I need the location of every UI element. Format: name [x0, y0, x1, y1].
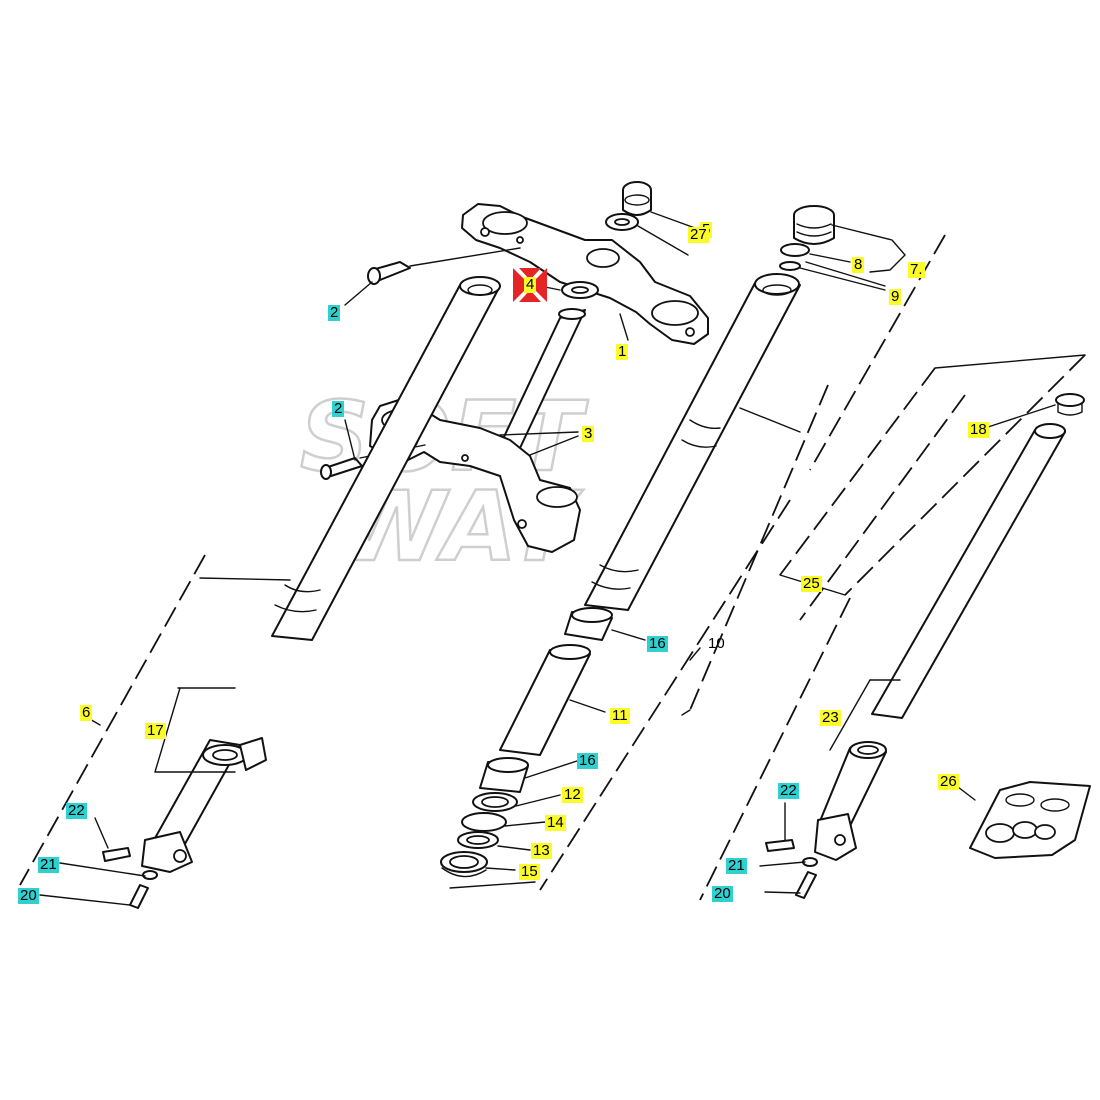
left-washer: [142, 870, 158, 880]
callout-c10: 10: [708, 635, 725, 652]
callout-c1: 1: [616, 343, 629, 360]
callout-c6: 6: [80, 704, 93, 721]
spring-collar: [1055, 393, 1085, 416]
seal-kit-bag: [969, 781, 1091, 859]
callout-c11: 11: [610, 707, 630, 724]
steering-stem: [494, 308, 586, 457]
callout-c8: 8: [852, 256, 865, 273]
callout-c18: 18: [968, 421, 989, 438]
center-washer: [605, 213, 639, 231]
callout-c13: 13: [531, 842, 552, 859]
right-spring: [871, 423, 1066, 719]
oil-seal: [440, 851, 488, 878]
callout-c20a: 20: [18, 887, 39, 904]
callout-c12: 12: [562, 786, 583, 803]
callout-c3: 3: [582, 425, 595, 442]
slide-bushing-lower: [479, 757, 529, 793]
left-axle-bolt: [102, 847, 131, 862]
callout-c21a: 21: [38, 856, 59, 873]
callout-c23: 23: [820, 709, 841, 726]
washer-13: [457, 831, 499, 849]
callout-c2b: 2: [332, 400, 345, 417]
callout-c22b: 22: [778, 782, 799, 799]
fork-cap-clip: [779, 261, 801, 271]
fork-cap-bolt: [793, 205, 835, 245]
washer-12: [472, 792, 518, 812]
right-fork-inner-tube: [584, 273, 801, 611]
callout-c7: 7.: [908, 261, 925, 278]
callout-c15: 15: [519, 863, 540, 880]
callout-c4: 4: [524, 276, 537, 293]
damper-rod: [499, 644, 591, 756]
callout-c17: 17: [145, 722, 166, 739]
slide-bushing-upper: [564, 607, 613, 641]
callout-c26: 26: [938, 773, 959, 790]
right-axle-bolt: [765, 839, 795, 852]
left-drain-bolt: [129, 884, 149, 909]
callout-c16b: 16: [577, 752, 598, 769]
clip-14: [461, 812, 507, 832]
callout-c16a: 16: [647, 635, 668, 652]
right-drain-bolt: [795, 871, 817, 899]
left-fork-outer-leg: [141, 737, 267, 873]
callout-c14: 14: [545, 814, 566, 831]
highlight-marker-icon: [513, 268, 547, 302]
upper-triple-clamp: [461, 203, 709, 345]
steering-washer: [561, 281, 599, 299]
clamp-bolt-upper: [367, 261, 411, 285]
right-outer-leg: [814, 741, 887, 861]
left-fork-inner-tube: [271, 276, 501, 641]
callout-c20b: 20: [712, 885, 733, 902]
callout-c27: 27: [688, 226, 709, 243]
callout-c21b: 21: [726, 857, 747, 874]
fork-cap-oring: [780, 243, 810, 257]
callout-c22a: 22: [66, 802, 87, 819]
center-nut: [622, 181, 652, 216]
clamp-bolt-lower: [320, 457, 363, 480]
callout-c25: 25: [801, 575, 822, 592]
callout-c2a: 2: [328, 304, 341, 321]
callout-c9: 9: [889, 288, 902, 305]
